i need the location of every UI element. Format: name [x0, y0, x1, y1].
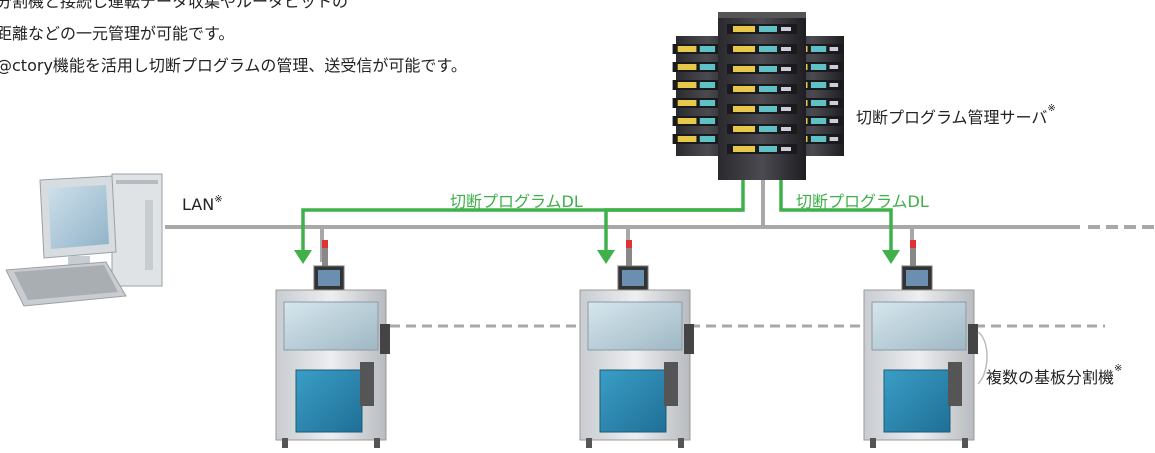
machines-label-note: ※ — [1114, 363, 1123, 374]
intro-text: 分割機と接続し運転データ収集やルータビットの 距離などの一元管理が可能です。 @… — [0, 0, 467, 82]
download-arrowheads — [294, 250, 900, 264]
machine-3 — [863, 240, 988, 448]
intro-line-2: 距離などの一元管理が可能です。 — [0, 24, 235, 43]
server-icon — [672, 12, 844, 180]
download-arrow-right — [779, 178, 893, 252]
machines — [275, 240, 988, 448]
machine-2 — [579, 240, 694, 448]
server-label-note: ※ — [1047, 103, 1056, 114]
intro-line-1: 分割機と接続し運転データ収集やルータビットの — [0, 0, 349, 11]
machines-label: 複数の基板分割機※ — [986, 363, 1123, 387]
download-label-left: 切断プログラムDL — [450, 192, 583, 211]
download-arrows — [301, 178, 893, 252]
server-label: 切断プログラム管理サーバ※ — [856, 103, 1056, 127]
machine-1 — [275, 240, 390, 448]
pc-icon — [5, 173, 163, 307]
download-arrow-left — [301, 178, 745, 252]
lan-label-note: ※ — [214, 194, 223, 205]
download-arrow-middle — [604, 208, 743, 252]
download-label-right: 切断プログラムDL — [796, 192, 929, 211]
lan-label: LAN※ — [182, 194, 223, 214]
intro-line-3: @ctory機能を活用し切断プログラムの管理、送受信が可能です。 — [0, 56, 467, 75]
